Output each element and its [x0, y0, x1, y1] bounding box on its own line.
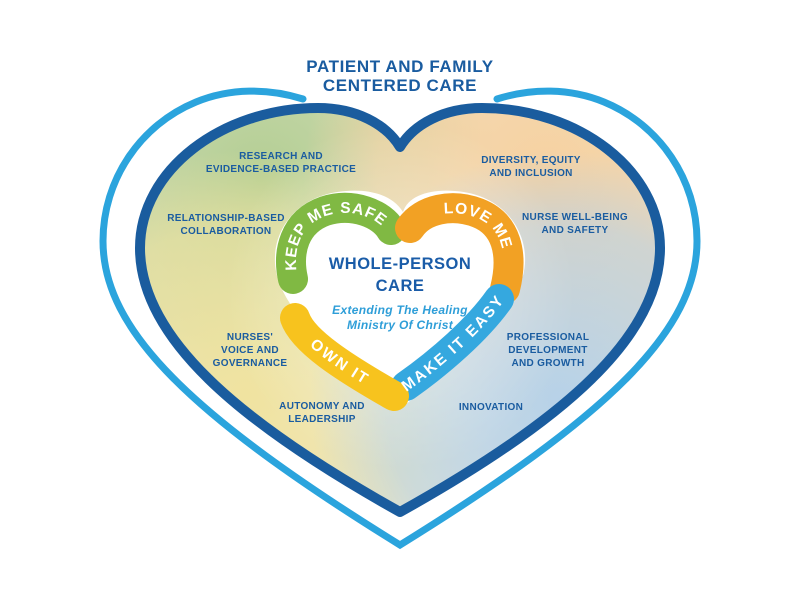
label-innovation: INNOVATION	[458, 402, 524, 413]
center-tagline-line2: Ministry Of Christ	[347, 318, 454, 332]
label-nurses-voice-governance: NURSES' VOICE AND GOVERNANCE	[212, 332, 288, 369]
label-diversity-equity-inclusion: DIVERSITY, EQUITY AND INCLUSION	[481, 155, 581, 179]
heart-dark-border	[135, 103, 665, 517]
label-professional-development-growth: PROFESSIONAL DEVELOPMENT AND GROWTH	[506, 332, 590, 369]
label-autonomy-leadership: AUTONOMY AND LEADERSHIP	[279, 401, 365, 425]
outer-cyan-outline	[99, 87, 701, 550]
label-research-evidence: RESEARCH AND EVIDENCE-BASED PRACTICE	[205, 151, 357, 175]
diagram-title: PATIENT AND FAMILY CENTERED CARE	[306, 57, 494, 95]
label-nurse-well-being-safety: NURSE WELL-BEING AND SAFETY	[522, 212, 628, 236]
center-heading-line1: WHOLE-PERSON	[329, 255, 472, 273]
label-relationship-based-collaboration: RELATIONSHIP-BASED COLLABORATION	[167, 213, 285, 237]
center-tagline-line1: Extending The Healing	[332, 303, 468, 317]
center-heading-line2: CARE	[376, 277, 425, 295]
